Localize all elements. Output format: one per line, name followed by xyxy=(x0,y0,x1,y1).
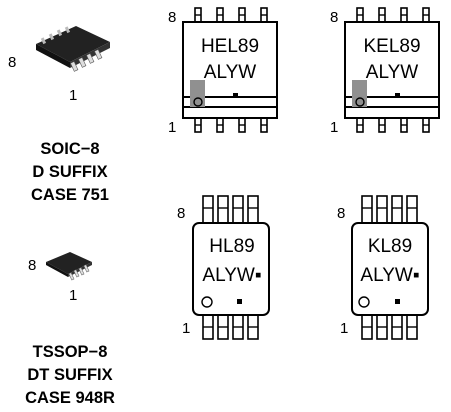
pin-8-label: 8 xyxy=(168,9,176,26)
pb-free-dot xyxy=(395,299,400,304)
pin1-indicator-shade xyxy=(352,80,367,107)
tssop-8-package-image xyxy=(40,248,100,284)
tssop-label-line-3: CASE 948R xyxy=(25,389,115,407)
tssop-photo-pin-8: 8 xyxy=(28,257,37,274)
pb-free-dot xyxy=(237,299,242,304)
tssop-photo-pin-1: 1 xyxy=(69,287,78,304)
package-outline xyxy=(192,222,270,316)
tssop-label-line-1: TSSOP−8 xyxy=(32,343,108,361)
soic-label-line-3: CASE 751 xyxy=(31,186,109,204)
assembly-code: ALYW xyxy=(204,62,257,83)
pb-free-dot xyxy=(233,93,238,98)
assembly-code: ALYW▪ xyxy=(360,265,419,286)
soic-8-package-image xyxy=(28,22,118,82)
pin-1-label: 1 xyxy=(330,119,338,136)
soic-label-line-1: SOIC−8 xyxy=(40,140,100,158)
device-code: KL89 xyxy=(368,236,412,257)
pin-8-label: 8 xyxy=(177,205,185,222)
soic-chip-drawing xyxy=(36,26,110,72)
pin1-dot xyxy=(358,296,370,308)
pin-8-label: 8 xyxy=(337,205,345,222)
pin1-dot xyxy=(193,97,203,107)
soic-photo-pin-1: 1 xyxy=(69,87,78,104)
soic-photo-pin-8: 8 xyxy=(8,54,17,71)
pin1-dot xyxy=(355,97,365,107)
package-outline xyxy=(351,222,429,316)
device-code: KEL89 xyxy=(363,36,420,57)
device-code: HL89 xyxy=(209,236,254,257)
pin-1-label: 1 xyxy=(168,119,176,136)
tssop-label-line-2: DT SUFFIX xyxy=(27,366,113,384)
pin1-dot xyxy=(201,296,213,308)
soic-label-line-2: D SUFFIX xyxy=(32,163,108,181)
tssop-marking-diagram-kl89: KL89 ALYW▪ 8 1 xyxy=(337,195,429,340)
pb-free-dot xyxy=(395,93,400,98)
soic-marking-diagram-kel89: KEL89 ALYW 8 1 xyxy=(330,7,440,136)
assembly-code: ALYW xyxy=(366,62,419,83)
device-code: HEL89 xyxy=(201,36,259,57)
soic-package-label: SOIC−8 D SUFFIX CASE 751 xyxy=(0,138,140,207)
pin-8-label: 8 xyxy=(330,9,338,26)
assembly-code: ALYW▪ xyxy=(202,265,261,286)
tssop-chip-drawing xyxy=(46,252,92,281)
soic-marking-diagram-hel89: HEL89 ALYW 8 1 xyxy=(168,7,278,136)
tssop-marking-diagram-hl89: HL89 ALYW▪ 8 1 xyxy=(177,195,270,340)
pin-1-label: 1 xyxy=(340,320,348,337)
tssop-package-label: TSSOP−8 DT SUFFIX CASE 948R xyxy=(0,341,140,410)
pin1-indicator-shade xyxy=(190,80,205,107)
pin-1-label: 1 xyxy=(182,320,190,337)
package-outline xyxy=(182,21,278,119)
